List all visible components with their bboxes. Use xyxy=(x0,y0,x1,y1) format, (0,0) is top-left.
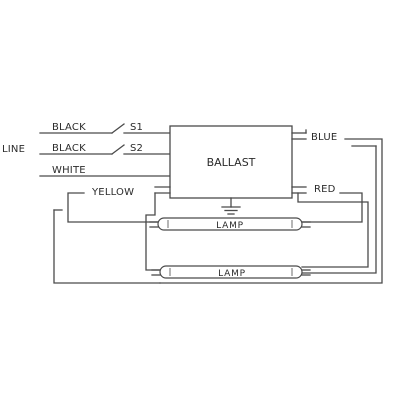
ballast-box xyxy=(169,125,293,199)
lamp-1: LAMP xyxy=(149,217,311,231)
ballast-label: BALLAST xyxy=(207,156,256,169)
input-black-s1: BLACK S1 xyxy=(39,122,171,134)
yellow-leads: YELLOW xyxy=(67,186,171,271)
lamp-1-label: LAMP xyxy=(216,221,244,231)
wire-label-red: RED xyxy=(314,184,336,195)
red-leads: RED xyxy=(291,184,369,268)
wire-label-black-1: BLACK xyxy=(52,122,86,133)
switch-label-s2: S2 xyxy=(130,143,143,154)
switch-label-s1: S1 xyxy=(130,122,143,133)
wire-red-1 xyxy=(299,192,363,223)
wire-left-outer xyxy=(53,209,161,284)
line-label: LINE xyxy=(2,144,25,155)
wire-red-2 xyxy=(297,192,369,268)
wire-label-white: WHITE xyxy=(52,165,86,176)
input-black-s2: BLACK S2 xyxy=(39,143,171,155)
switch-s1-blade xyxy=(111,123,125,134)
wire-label-black-2: BLACK xyxy=(52,143,86,154)
wire-blue-inner xyxy=(301,145,377,274)
switch-s2-blade xyxy=(111,144,125,155)
wire-label-yellow: YELLOW xyxy=(91,187,134,198)
wire-blue-outer xyxy=(159,138,383,284)
lamp-2: LAMP xyxy=(151,265,311,279)
ground-symbol xyxy=(221,197,241,215)
lamp-2-label: LAMP xyxy=(218,269,246,279)
input-white: WHITE xyxy=(39,165,171,177)
wire-yellow-2 xyxy=(145,192,161,271)
blue-leads: BLUE xyxy=(159,129,383,284)
wire-yellow-1 xyxy=(67,192,159,223)
wire-label-blue: BLUE xyxy=(311,132,337,143)
